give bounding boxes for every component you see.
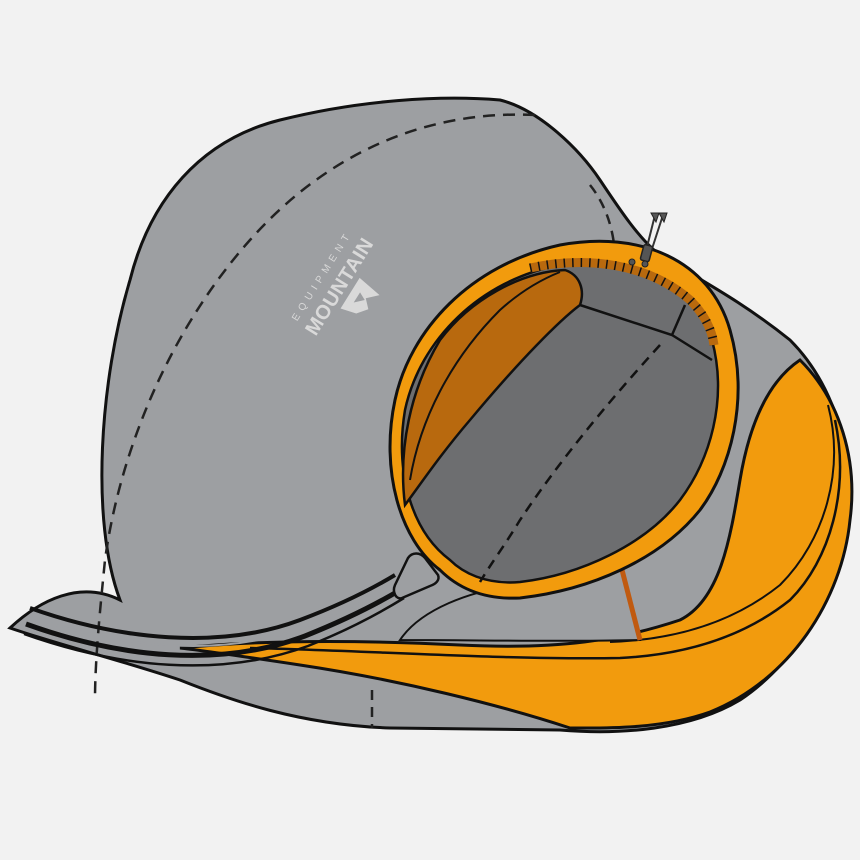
interior-seam [478,344,661,583]
seam-top [93,113,536,701]
hatch-marks [529,258,719,346]
baffle-line-2 [609,404,835,643]
hood-lining [401,268,584,509]
baffle-line-1 [249,419,842,660]
zip [23,573,405,667]
orange-baffle [179,358,854,730]
zip-pull [392,552,440,600]
drawcord-toggle [628,212,668,268]
gusset-edge [617,561,643,641]
lining-fold [409,271,561,481]
interior-crease-2 [670,304,687,336]
